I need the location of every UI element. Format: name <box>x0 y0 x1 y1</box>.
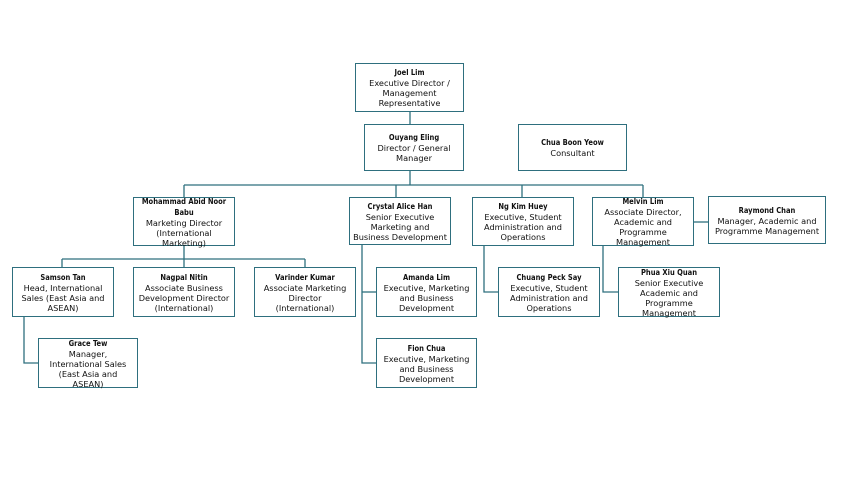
node-name: Chuang Peck Say <box>516 272 582 282</box>
node-name: Varinder Kumar <box>275 272 335 282</box>
node-title: Executive, Student Administration and Op… <box>510 282 588 313</box>
node-nagpal-nitin: Nagpal Nitin Associate Business Developm… <box>133 267 235 317</box>
node-title: Executive Director / Management Represen… <box>369 78 450 108</box>
node-name: Amanda Lim <box>403 272 450 282</box>
node-title: Associate Director, Academic and Program… <box>604 207 682 247</box>
node-joel-lim: Joel Lim Executive Director / Management… <box>355 63 464 112</box>
node-name: Joel Lim <box>394 68 425 77</box>
node-melvin-lim: Melvin Lim Associate Director, Academic … <box>592 197 694 247</box>
node-crystal-alice-han: Crystal Alice Han Senior Executive Marke… <box>349 197 451 245</box>
node-title: Head, International Sales (East Asia and… <box>21 282 105 313</box>
node-name: Ouyang Eling <box>388 133 440 142</box>
node-phua-xiu-quan: Phua Xiu Quan Senior Executive Academic … <box>618 267 720 318</box>
node-title: Marketing Director (International Market… <box>145 217 223 248</box>
node-name: Fion Chua <box>407 343 446 353</box>
node-grace-tew: Grace Tew Manager, International Sales (… <box>38 338 138 389</box>
node-title: Executive, Marketing and Business Develo… <box>383 282 470 313</box>
node-title: Manager, Academic and Programme Manageme… <box>714 215 820 236</box>
node-ouyang-eling: Ouyang Eling Director / General Manager <box>364 124 464 171</box>
node-amanda-lim: Amanda Lim Executive, Marketing and Busi… <box>376 267 477 317</box>
node-chua-boon-yeow: Chua Boon Yeow Consultant <box>518 124 627 171</box>
node-name: Phua Xiu Quan <box>640 267 697 277</box>
connector-melvin-phua <box>602 246 618 293</box>
node-name: Grace Tew <box>68 338 108 348</box>
node-name: Ng Kim Huey <box>498 202 548 211</box>
node-ng-kim-huey: Ng Kim Huey Executive, Student Administr… <box>472 197 574 246</box>
node-title: Consultant <box>550 148 595 158</box>
node-title: Manager, International Sales (East Asia … <box>49 348 127 389</box>
node-name: Raymond Chan <box>738 205 796 215</box>
connector-samson-grace <box>23 317 38 364</box>
node-title: Associate Business Development Director … <box>138 282 230 313</box>
node-chuang-peck-say: Chuang Peck Say Executive, Student Admin… <box>498 267 600 317</box>
node-varinder-kumar: Varinder Kumar Associate Marketing Direc… <box>254 267 356 317</box>
node-samson-tan: Samson Tan Head, International Sales (Ea… <box>12 267 114 317</box>
node-title: Senior Executive Academic and Programme … <box>634 277 704 318</box>
node-title: Executive, Marketing and Business Develo… <box>383 353 470 384</box>
node-name: Nagpal Nitin <box>160 272 208 282</box>
node-name: Chua Boon Yeow <box>541 138 604 147</box>
node-name: Crystal Alice Han <box>367 201 433 211</box>
node-title: Senior Executive Marketing and Business … <box>353 211 447 242</box>
node-fion-chua: Fion Chua Executive, Marketing and Busin… <box>376 338 477 388</box>
connector-crystal-amanda <box>361 245 376 364</box>
node-title: Director / General Manager <box>377 143 451 163</box>
node-title: Executive, Student Administration and Op… <box>484 212 562 242</box>
node-name: Mohammad Abid Noor Babu <box>141 196 227 217</box>
node-mohammad-abid-noor-babu: Mohammad Abid Noor Babu Marketing Direct… <box>133 196 235 248</box>
node-name: Samson Tan <box>40 272 86 282</box>
node-title: Associate Marketing Director (Internatio… <box>263 282 347 313</box>
connector-ng-chuang <box>483 246 498 293</box>
node-raymond-chan: Raymond Chan Manager, Academic and Progr… <box>708 196 826 244</box>
node-name: Melvin Lim <box>622 197 664 206</box>
